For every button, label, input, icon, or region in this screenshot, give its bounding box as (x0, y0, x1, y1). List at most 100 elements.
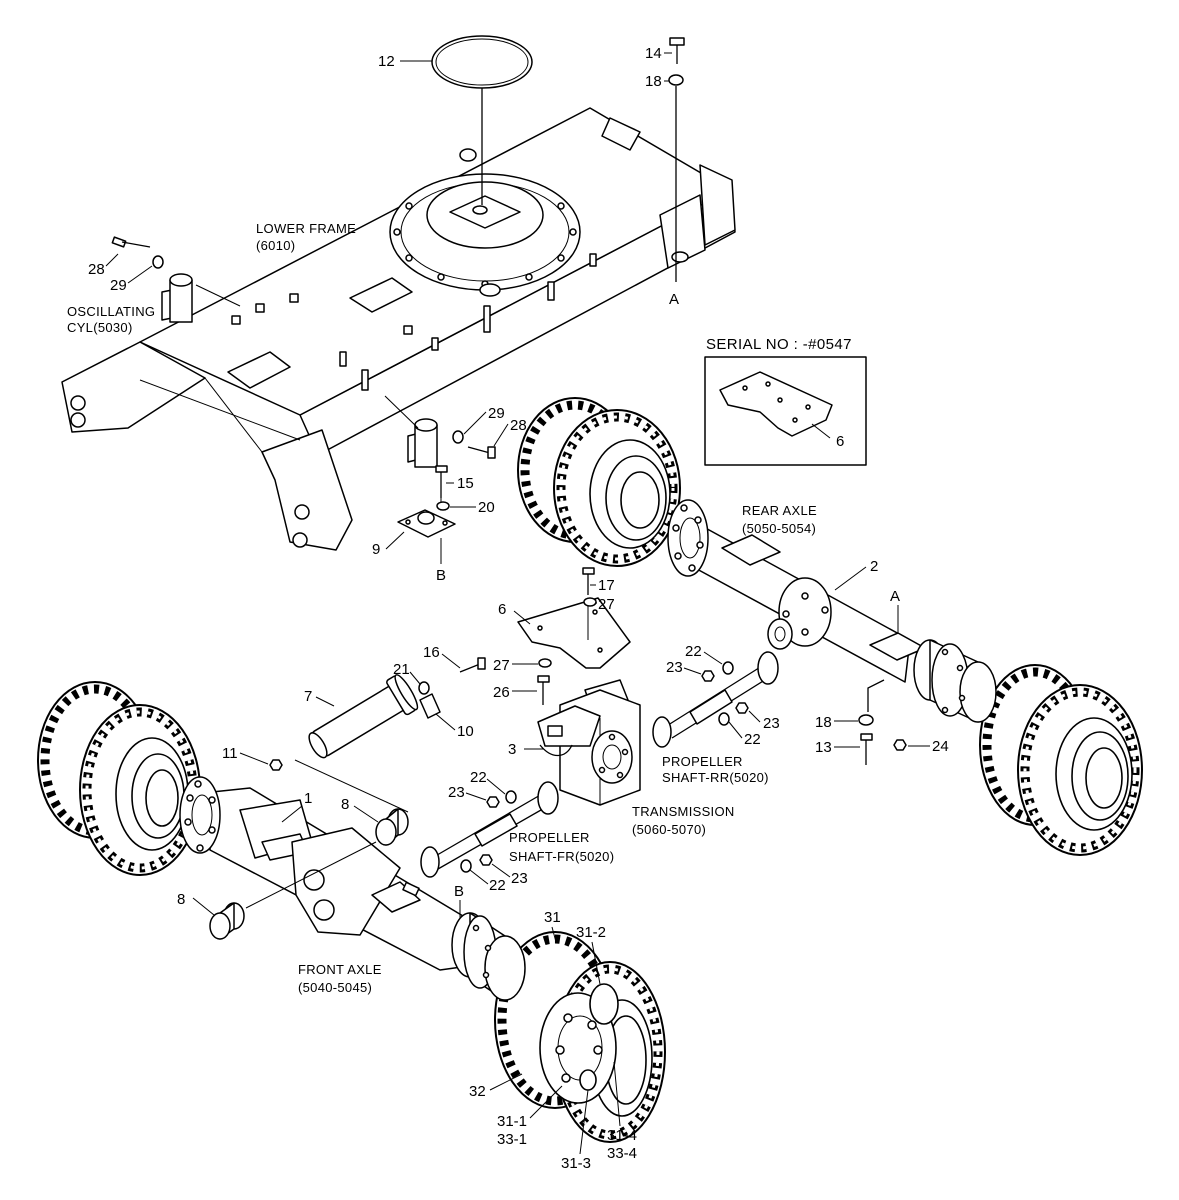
callout-6-serial: 6 (836, 433, 844, 450)
callout-33-1: 33-1 (497, 1131, 527, 1148)
callout-23-fr-upper: 23 (448, 784, 465, 801)
nut-23-rr-lower (735, 702, 749, 714)
callout-10: 10 (457, 723, 474, 740)
callout-6-plate: 6 (498, 601, 506, 618)
front-left-tires (37, 681, 201, 876)
label-transmission-code: (5060-5070) (632, 822, 706, 837)
fitting-11 (269, 759, 283, 771)
callout-1: 1 (304, 790, 312, 807)
washer-20 (436, 501, 450, 511)
callout-24: 24 (932, 738, 949, 755)
label-lower-frame-name: LOWER FRAME (256, 221, 356, 236)
label-propeller-rr-line2: SHAFT-RR(5020) (662, 770, 769, 785)
callout-9: 9 (372, 541, 380, 558)
swing-bearing-mount (389, 173, 581, 297)
callout-23-rr-lower: 23 (763, 715, 780, 732)
callout-33-4: 33-4 (607, 1145, 637, 1162)
callout-b-plate: B (436, 567, 446, 584)
group-labels: LOWER FRAME (6010) OSCILLATING CYL(5030)… (67, 221, 852, 995)
callout-3: 3 (508, 741, 516, 758)
label-front-axle-code: (5040-5045) (298, 980, 372, 995)
ring-part-12 (431, 35, 533, 89)
callout-22-rr-lower: 22 (744, 731, 761, 748)
bracket-18-lower (867, 679, 885, 712)
rear-left-tires (517, 397, 681, 567)
washer-18-lower (858, 714, 874, 726)
serial-box (704, 356, 867, 466)
bushing-8-lower (209, 902, 245, 940)
label-serial-number: SERIAL NO : -#0547 (706, 336, 852, 353)
callout-8-lower: 8 (177, 891, 185, 908)
label-rear-axle-code: (5050-5054) (742, 521, 816, 536)
nut-23-rr-upper (701, 670, 715, 682)
callout-12: 12 (378, 53, 395, 70)
callouts: 12 14 18 A 28 29 29 28 15 20 9 B 2 17 27… (88, 45, 949, 1172)
ring-31-3 (579, 1069, 597, 1091)
label-propeller-fr-line1: PROPELLER (509, 830, 590, 845)
bushing-8-upper (375, 808, 409, 846)
bolt-15 (435, 465, 448, 498)
bolt-17 (582, 567, 595, 595)
callout-22-rr-upper: 22 (685, 643, 702, 660)
callout-22-fr-lower: 22 (489, 877, 506, 894)
callout-27-lower: 27 (493, 657, 510, 674)
callout-31-4: 31-4 (607, 1127, 637, 1144)
propeller-shaft-rr (652, 651, 779, 748)
callout-32: 32 (469, 1083, 486, 1100)
bolt-16 (459, 657, 486, 673)
callout-29-lower: 29 (488, 405, 505, 422)
washer-22-fr-lower (460, 859, 472, 873)
washer-22-rr-upper (722, 661, 734, 675)
callout-23-rr-upper: 23 (666, 659, 683, 676)
oscillating-cylinder-lower (407, 418, 438, 468)
callout-23-fr-lower: 23 (511, 870, 528, 887)
callout-31-1: 31-1 (497, 1113, 527, 1130)
nut-24 (893, 739, 907, 751)
assembly-line-bushing (245, 841, 377, 909)
leader-lines (105, 52, 930, 1155)
callout-a-axle: A (890, 588, 900, 605)
callout-18-lower: 18 (815, 714, 832, 731)
label-oscillating-cyl-line2: CYL(5030) (67, 320, 133, 335)
label-oscillating-cyl-line1: OSCILLATING (67, 304, 155, 319)
callout-14: 14 (645, 45, 662, 62)
callout-7: 7 (304, 688, 312, 705)
callout-17: 17 (598, 577, 615, 594)
plate-9 (397, 509, 456, 538)
bracket-10 (419, 693, 441, 719)
callout-31: 31 (544, 909, 561, 926)
label-propeller-rr-line1: PROPELLER (662, 754, 743, 769)
pin-7 (308, 674, 419, 759)
callout-2: 2 (870, 558, 878, 575)
callout-29-upper: 29 (110, 277, 127, 294)
washer-18-upper (668, 74, 684, 86)
bolt-14 (669, 37, 685, 64)
callout-31-2: 31-2 (576, 924, 606, 941)
propeller-shaft-fr (420, 781, 559, 878)
callout-28-lower: 28 (510, 417, 527, 434)
bolt-28-upper (111, 236, 151, 248)
callout-26: 26 (493, 684, 510, 701)
assembly-line-pin (294, 759, 409, 813)
bolt-13 (860, 733, 873, 765)
callout-16: 16 (423, 644, 440, 661)
washer-22-rr-lower (718, 712, 730, 726)
transmission (517, 597, 641, 806)
callout-b-axle: B (454, 883, 464, 900)
label-rear-axle-name: REAR AXLE (742, 503, 817, 518)
washer-29-lower (452, 430, 464, 444)
bolt-28-lower (467, 446, 496, 459)
washer-22-fr-upper (505, 790, 517, 804)
callout-18-upper: 18 (645, 73, 662, 90)
rear-axle (667, 499, 997, 723)
label-propeller-fr-line2: SHAFT-FR(5020) (509, 849, 614, 864)
callout-13: 13 (815, 739, 832, 756)
label-front-axle-name: FRONT AXLE (298, 962, 382, 977)
oscillating-cylinder-upper (161, 273, 193, 323)
bolt-26 (537, 675, 550, 705)
callout-21: 21 (393, 661, 410, 678)
nut-23-fr-upper (486, 796, 500, 808)
callout-11: 11 (222, 745, 238, 762)
washer-27-upper (583, 597, 597, 607)
